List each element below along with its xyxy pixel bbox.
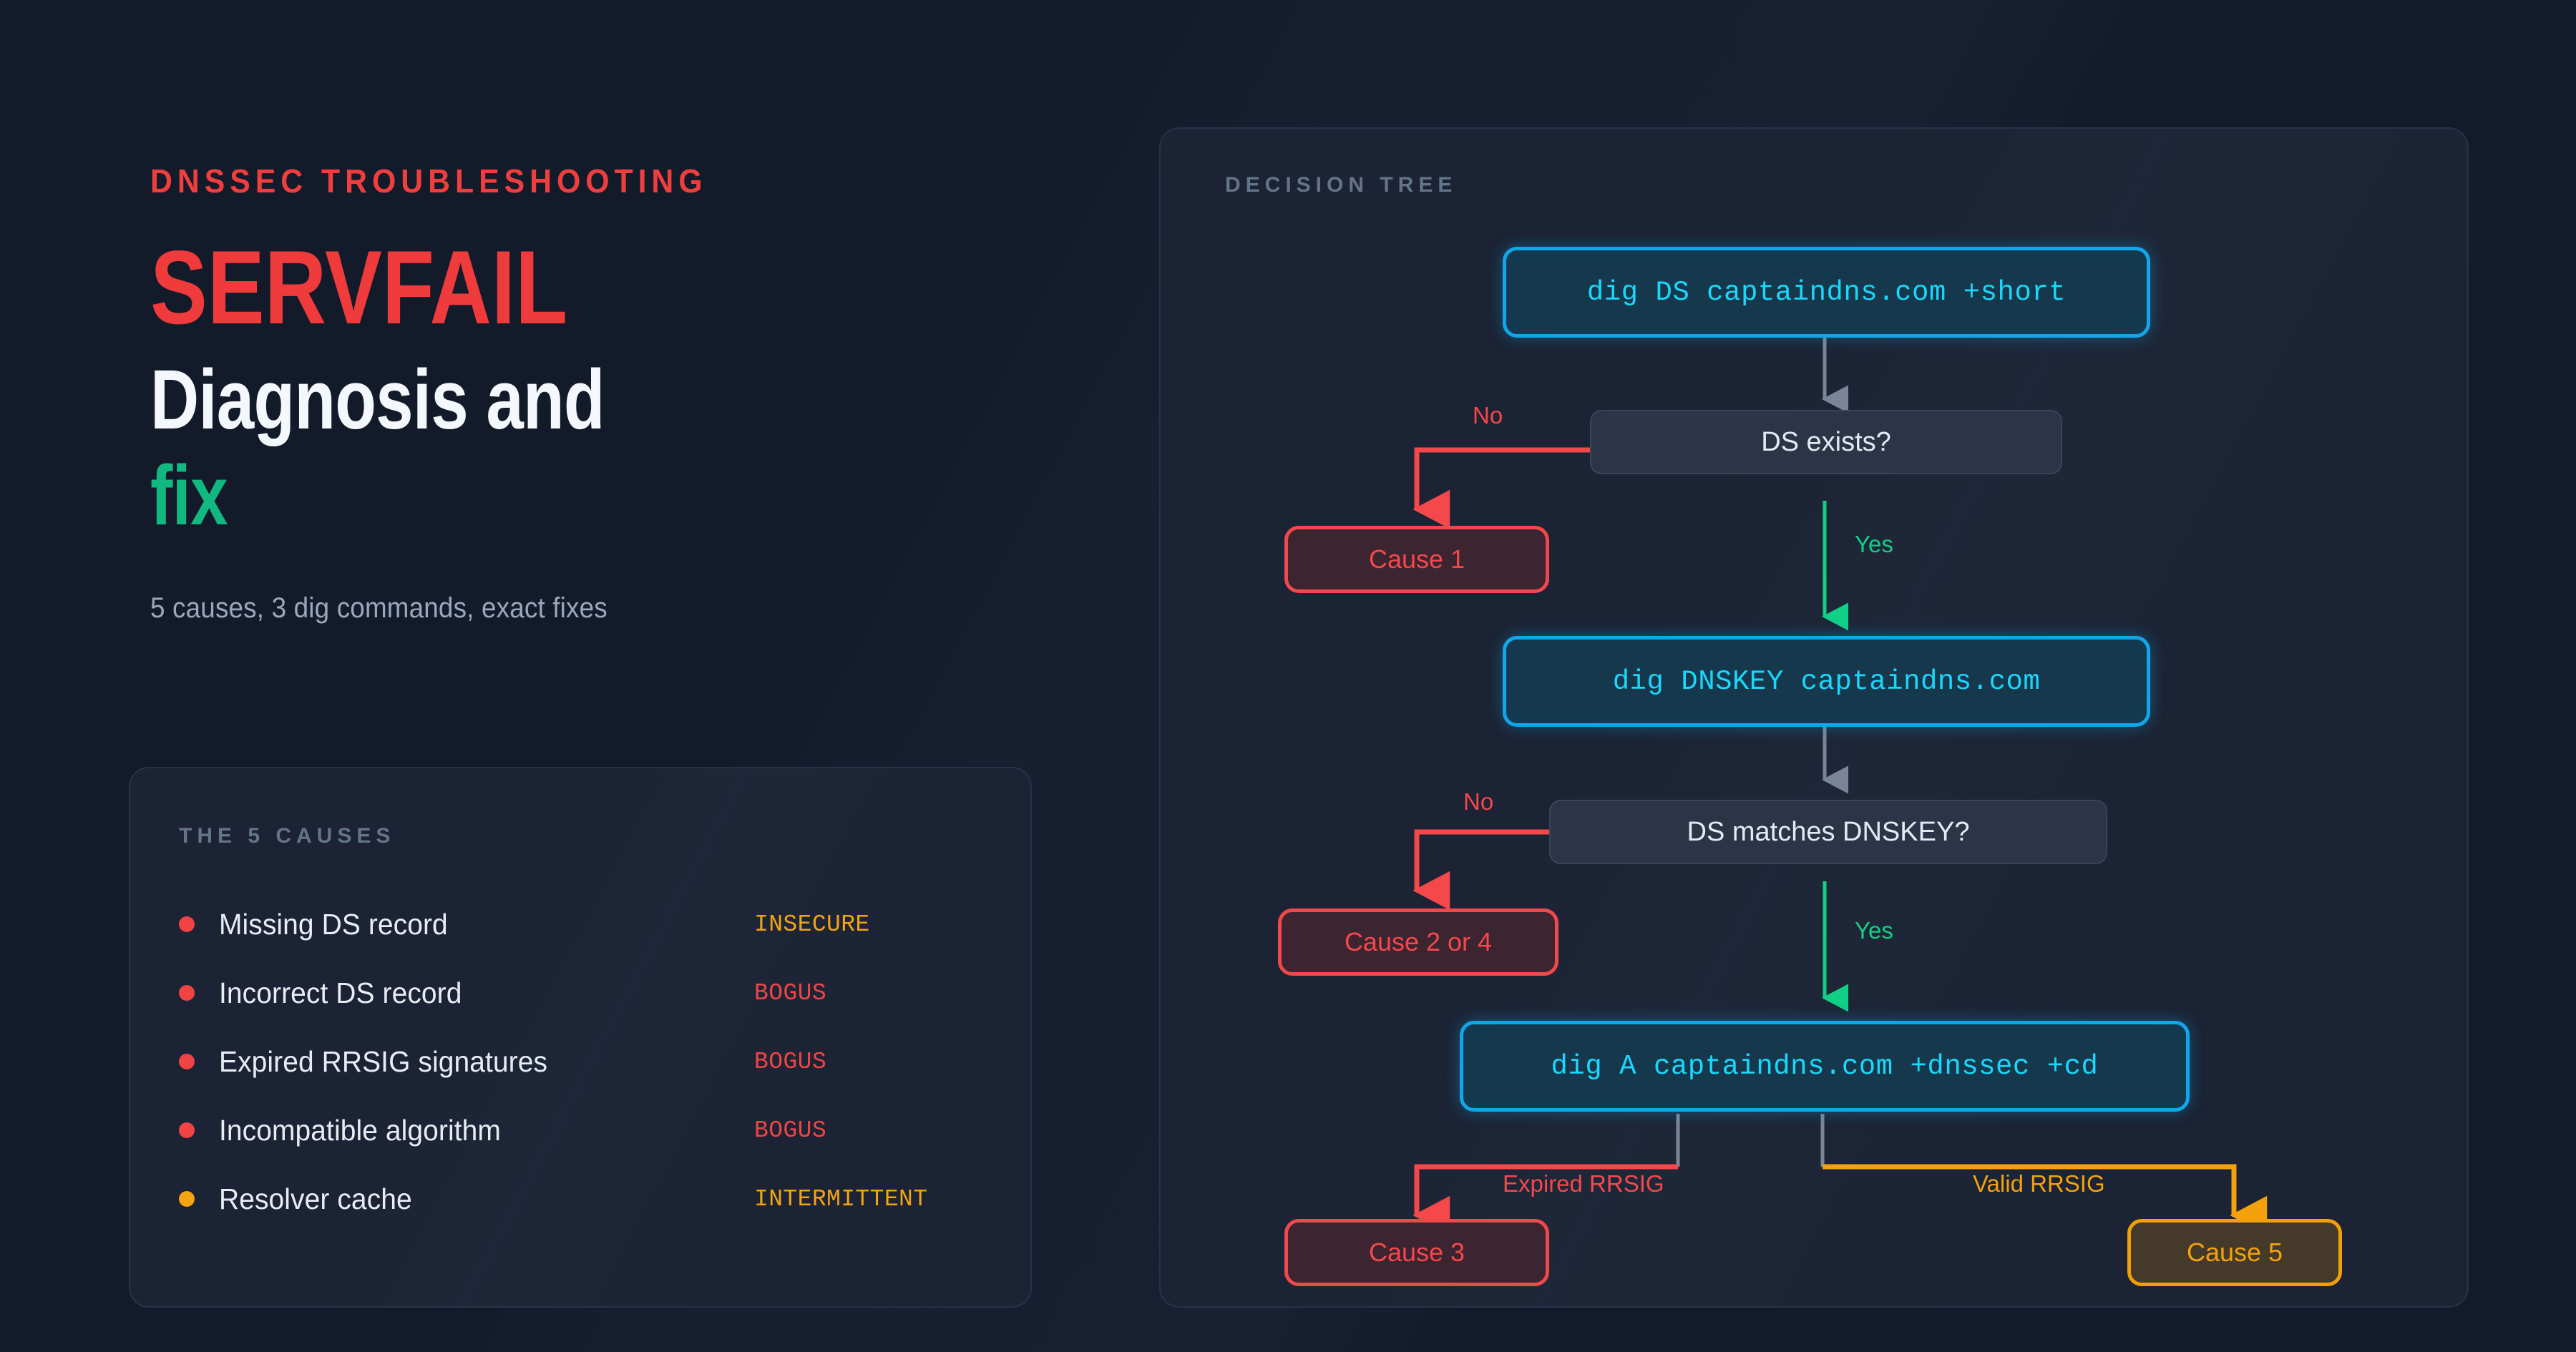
page-title-line2: Diagnosis and — [150, 352, 605, 447]
decision-tree-label: DECISION TREE — [1225, 173, 1458, 197]
hero-title-block: SERVFAIL Diagnosis and fix — [150, 229, 1038, 544]
list-item: Resolver cache INTERMITTENT — [179, 1165, 990, 1233]
outcome-node-cause-2-or-4[interactable]: Cause 2 or 4 — [1278, 908, 1558, 976]
status-badge: BOGUS — [754, 1048, 827, 1075]
decision-text: DS exists? — [1761, 426, 1891, 457]
edge-label-no-1: No — [1473, 402, 1503, 428]
edge-label-yes-2: Yes — [1855, 917, 1893, 944]
decision-node-ds-exists[interactable]: DS exists? — [1590, 410, 2062, 474]
command-node-dig-dnskey[interactable]: dig DNSKEY captaindns.com — [1503, 636, 2150, 727]
cause-name: Incompatible algorithm — [219, 1113, 501, 1147]
cause-name: Resolver cache — [219, 1182, 412, 1215]
status-badge: INSECURE — [754, 911, 870, 938]
list-item: Incorrect DS record BOGUS — [179, 959, 990, 1027]
hero-subhead: 5 causes, 3 dig commands, exact fixes — [150, 592, 608, 624]
status-badge: BOGUS — [754, 1117, 827, 1144]
outcome-node-cause-1[interactable]: Cause 1 — [1284, 526, 1549, 593]
cause-name: Missing DS record — [219, 907, 448, 941]
list-item: Expired RRSIG signatures BOGUS — [179, 1027, 990, 1096]
outcome-text: Cause 5 — [2186, 1238, 2283, 1267]
status-dot-icon — [179, 1122, 195, 1138]
edge-label-expired-rrsig: Expired RRSIG — [1503, 1170, 1664, 1197]
cause-name: Expired RRSIG signatures — [219, 1044, 548, 1078]
causes-panel-label: THE 5 CAUSES — [179, 824, 396, 848]
command-text: dig DS captaindns.com +short — [1586, 276, 2067, 308]
eyebrow-label: DNSSEC TROUBLESHOOTING — [150, 162, 708, 200]
outcome-text: Cause 2 or 4 — [1344, 927, 1493, 956]
command-node-dig-a-dnssec[interactable]: dig A captaindns.com +dnssec +cd — [1460, 1021, 2190, 1112]
edge-label-yes-1: Yes — [1855, 531, 1893, 557]
outcome-text: Cause 1 — [1368, 544, 1465, 574]
hero-column: DNSSEC TROUBLESHOOTING SERVFAIL Diagnosi… — [150, 165, 1038, 624]
outcome-text: Cause 3 — [1368, 1238, 1465, 1267]
status-dot-icon — [179, 1054, 195, 1069]
outcome-node-cause-5[interactable]: Cause 5 — [2127, 1219, 2342, 1286]
status-badge: INTERMITTENT — [754, 1185, 928, 1213]
command-node-dig-ds[interactable]: dig DS captaindns.com +short — [1503, 247, 2150, 338]
edge-label-valid-rrsig: Valid RRSIG — [1973, 1170, 2105, 1197]
command-text: dig A captaindns.com +dnssec +cd — [1551, 1050, 2099, 1082]
list-item: Missing DS record INSECURE — [179, 890, 990, 959]
outcome-node-cause-3[interactable]: Cause 3 — [1284, 1219, 1549, 1286]
cause-name: Incorrect DS record — [219, 976, 462, 1009]
command-text: dig DNSKEY captaindns.com — [1612, 665, 2041, 697]
status-dot-icon — [179, 1191, 195, 1207]
page-title-line3: fix — [150, 449, 228, 544]
page-title-servfail: SERVFAIL — [150, 229, 568, 346]
decision-text: DS matches DNSKEY? — [1687, 816, 1970, 847]
edge-label-no-2: No — [1463, 788, 1494, 815]
status-dot-icon — [179, 985, 195, 1001]
decision-node-ds-matches-dnskey[interactable]: DS matches DNSKEY? — [1549, 800, 2107, 864]
causes-list: Missing DS record INSECURE Incorrect DS … — [179, 890, 990, 1233]
status-badge: BOGUS — [754, 979, 827, 1006]
causes-panel: THE 5 CAUSES Missing DS record INSECURE … — [129, 767, 1032, 1308]
list-item: Incompatible algorithm BOGUS — [179, 1096, 990, 1165]
status-dot-icon — [179, 916, 195, 932]
